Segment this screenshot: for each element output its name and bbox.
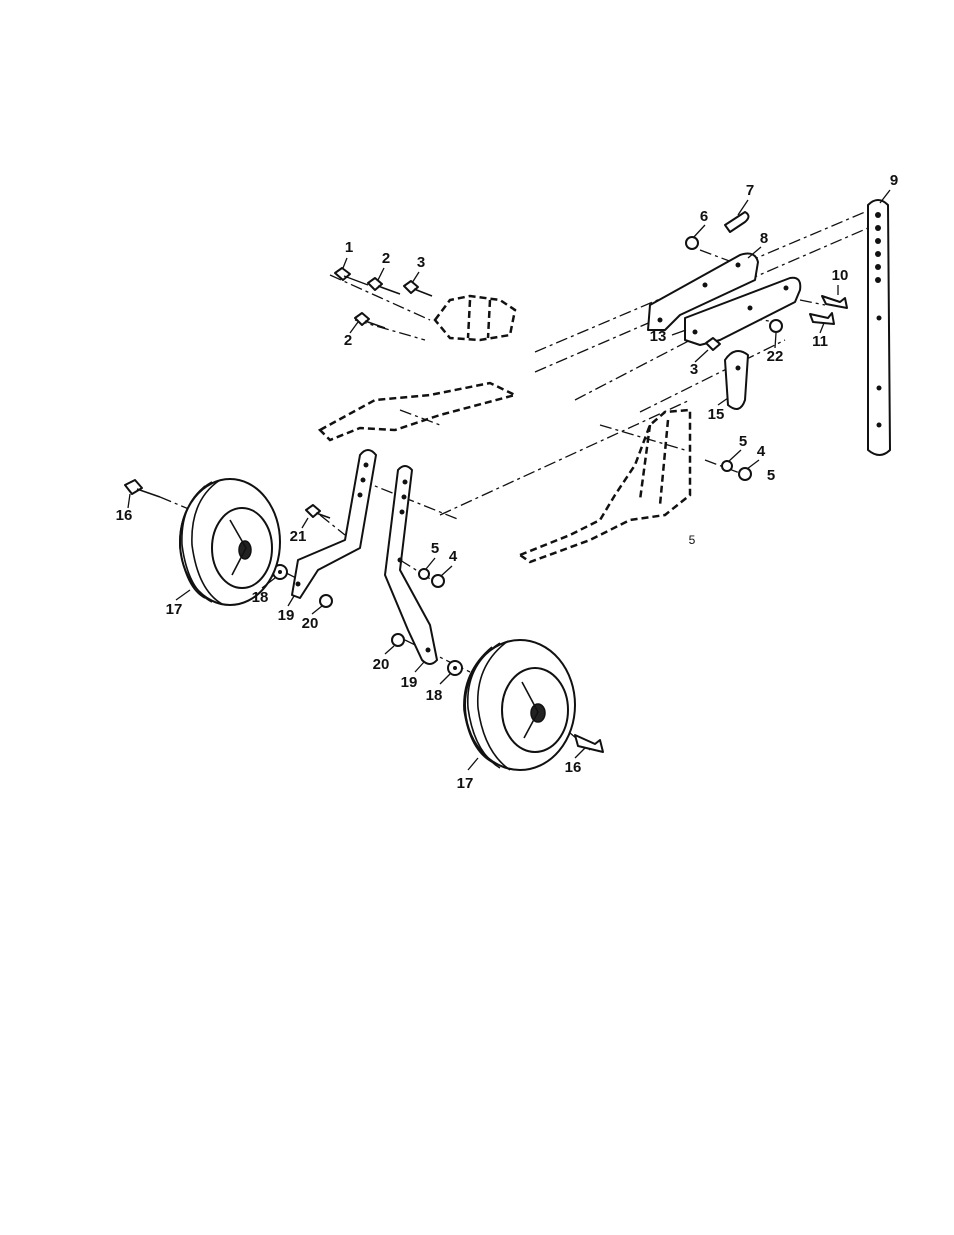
callout-19-center: 19	[401, 674, 418, 691]
clip	[725, 351, 748, 409]
callout-11: 11	[812, 333, 828, 350]
callout-5-lower-right: 5	[689, 533, 696, 547]
callout-5-center: 5	[431, 540, 439, 557]
callout-20-left: 20	[302, 615, 319, 632]
callout-10: 10	[832, 267, 849, 284]
callout-5-right: 5	[767, 467, 775, 484]
callout-3: 3	[417, 254, 425, 271]
callout-2-lower: 2	[344, 332, 352, 349]
callout-5-right-top: 5	[739, 433, 747, 450]
callout-21: 21	[290, 528, 307, 545]
callout-2: 2	[382, 250, 390, 267]
callout-7: 7	[746, 182, 754, 199]
callout-13: 13	[650, 328, 667, 345]
callout-9: 9	[890, 172, 898, 189]
wheel-right	[464, 640, 575, 770]
callout-19-left: 19	[278, 607, 295, 624]
callout-8: 8	[760, 230, 768, 247]
callout-20-center: 20	[373, 656, 390, 673]
callout-22: 22	[767, 348, 784, 365]
callout-1: 1	[345, 239, 353, 256]
cotter-pin	[725, 212, 749, 232]
callout-18-left: 18	[252, 589, 269, 606]
tine-frame-outline-upper	[320, 296, 515, 440]
callout-18-center: 18	[426, 687, 443, 704]
callout-17-right: 17	[457, 775, 474, 792]
callout-16-left: 16	[116, 507, 133, 524]
callout-3-middle: 3	[690, 361, 698, 378]
tine-frame-outline-lower	[520, 410, 690, 562]
adjustment-bar	[868, 200, 890, 455]
callout-6: 6	[700, 208, 708, 225]
callout-4-right: 4	[757, 443, 766, 460]
callout-15: 15	[708, 406, 725, 423]
callout-16-right: 16	[565, 759, 582, 776]
callout-4-center: 4	[449, 548, 458, 565]
callout-17-left: 17	[166, 601, 183, 618]
